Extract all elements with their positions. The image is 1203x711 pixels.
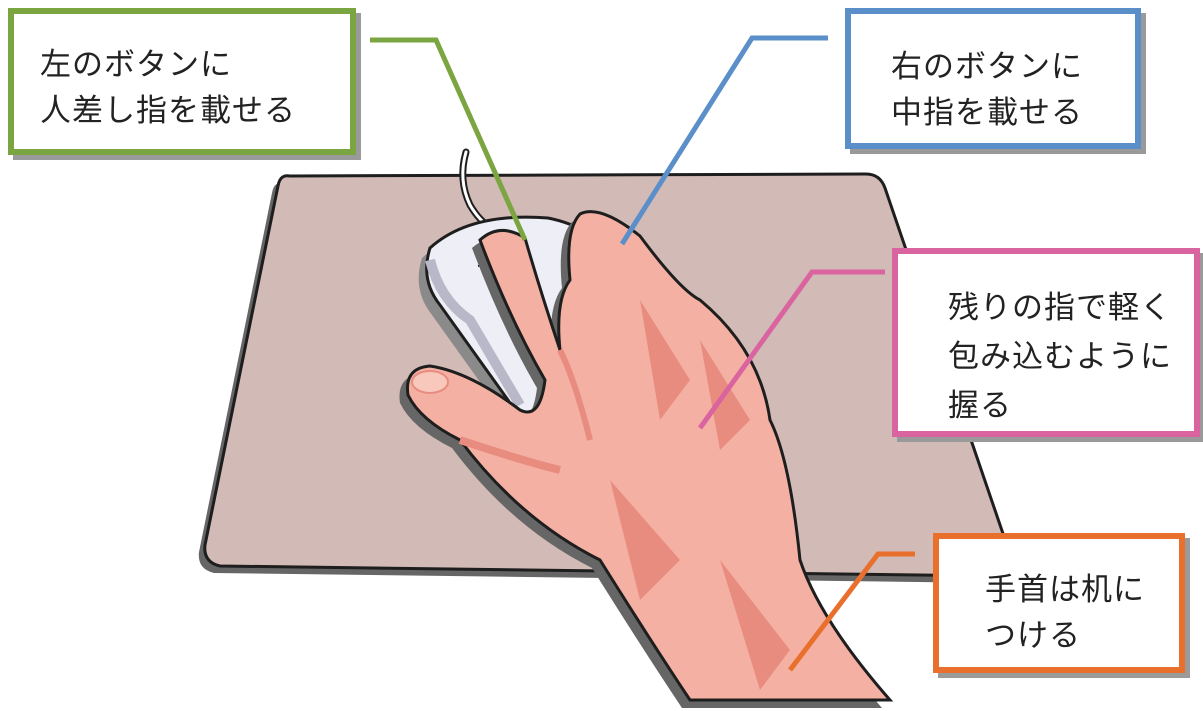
grip-callout-text: 残りの指で軽く 包み込むように 握る [948,284,1172,431]
wrist-line2: つける [985,618,1081,654]
right-button-callout-text: 右のボタンに 中指を載せる [891,44,1083,136]
grip-line3: 握る [948,388,1012,424]
leader-line-right [619,35,828,246]
leader-line-left [370,37,528,242]
left-button-line1: 左のボタンに [40,47,232,83]
grip-line2: 包み込むように [948,339,1172,375]
right-button-line1: 右のボタンに [891,49,1083,85]
right-button-callout: 右のボタンに 中指を載せる [845,8,1141,149]
wrist-callout-text: 手首は机に つける [985,567,1145,659]
grip-line1: 残りの指で軽く [948,290,1172,326]
wrist-callout: 手首は机に つける [933,533,1185,673]
wrist-line1: 手首は机に [985,572,1145,608]
leader-line-wrist [788,551,915,672]
grip-callout: 残りの指で軽く 包み込むように 握る [892,248,1200,437]
hand-icon [399,210,894,708]
leader-line-grip [697,269,885,430]
left-button-callout: 左のボタンに 人差し指を載せる [8,8,356,155]
right-button-line2: 中指を載せる [891,95,1083,131]
left-button-callout-text: 左のボタンに 人差し指を載せる [40,42,296,134]
left-button-line2: 人差し指を載せる [40,93,296,129]
